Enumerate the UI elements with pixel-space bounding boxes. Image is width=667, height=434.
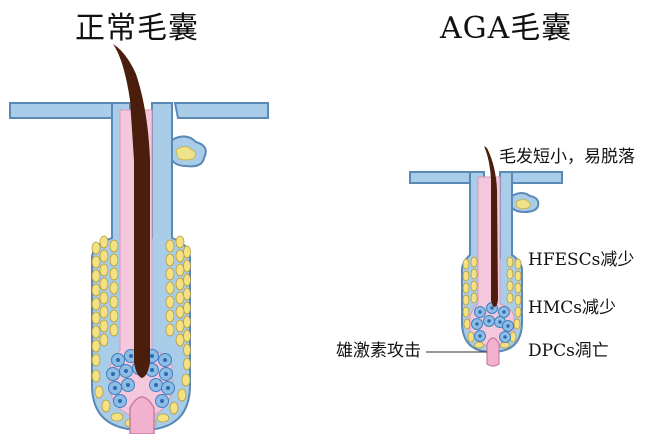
- label-hair-short-shedding: 毛发短小，易脱落: [499, 149, 635, 166]
- normal-skin-surface-right: [175, 103, 268, 118]
- label-hmcs-decrease: HMCs减少: [528, 300, 616, 317]
- label-hfescs-decrease: HFESCs减少: [528, 252, 634, 269]
- aga-sebaceous-gland-core: [516, 200, 530, 209]
- normal-skin-surface-left: [10, 103, 112, 118]
- aga-skin-surface-right: [510, 172, 562, 183]
- label-androgen-attack: 雄激素攻击: [336, 343, 421, 360]
- normal-dermal-papilla: [130, 397, 154, 434]
- aga-dermal-papilla: [487, 338, 499, 366]
- label-dpcs-apoptosis: DPCs凋亡: [528, 343, 609, 360]
- aga-skin-surface-left: [410, 172, 470, 183]
- normal-follicle: [10, 44, 268, 434]
